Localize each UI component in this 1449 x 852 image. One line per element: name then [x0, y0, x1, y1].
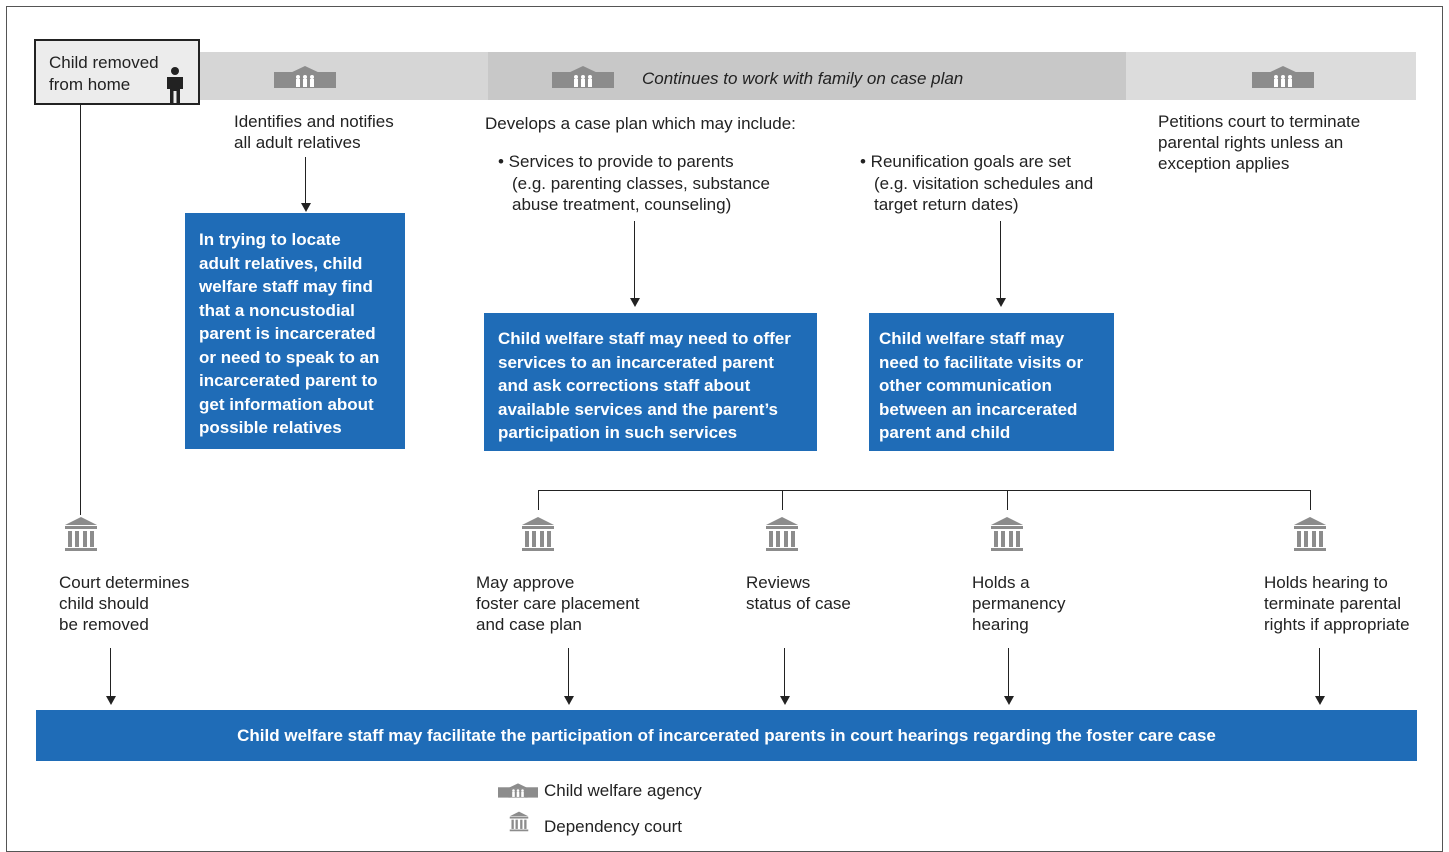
- facilitate-visits-box: Child welfare staff may need to facilita…: [869, 313, 1114, 451]
- court-icon: [521, 516, 555, 554]
- court-removal-line: be removed: [59, 615, 149, 634]
- locate-line: that a noncustodial: [199, 300, 355, 320]
- court-bracket-tick: [782, 490, 783, 510]
- arrow-head: [1004, 696, 1014, 705]
- court-approve-line: and case plan: [476, 615, 582, 634]
- agency-icon: [552, 66, 614, 88]
- locate-line: get information about: [199, 394, 374, 414]
- visits-box-line: Child welfare staff may: [879, 329, 1065, 348]
- arrow-line: [110, 648, 111, 697]
- locate-line: possible relatives: [199, 418, 342, 437]
- services-line2: (e.g. parenting classes, substance: [512, 174, 770, 193]
- services-box-line: Child welfare staff may need to offer: [498, 329, 791, 348]
- court-removal-line: child should: [59, 594, 149, 613]
- services-box-line: available services and the parent’s: [498, 399, 779, 419]
- arrow-line: [634, 221, 635, 300]
- reunification-line3: target return dates): [874, 195, 1019, 214]
- locate-line: In trying to locate: [199, 230, 341, 249]
- arrow-head: [996, 298, 1006, 307]
- services-line3: abuse treatment, counseling): [512, 195, 732, 214]
- locate-line: parent is incarcerated: [199, 324, 376, 343]
- court-icon: [990, 516, 1024, 554]
- agency-icon: [274, 66, 336, 88]
- court-icon: [765, 516, 799, 554]
- court-review-text: Reviews status of case: [746, 572, 851, 614]
- arrow-line: [305, 157, 306, 204]
- arrow-head: [630, 298, 640, 307]
- court-icon: [1293, 516, 1327, 554]
- start-box: Child removed from home: [34, 39, 200, 105]
- petition-line3: exception applies: [1158, 154, 1290, 173]
- court-terminate-text: Holds hearing to terminate parental righ…: [1264, 572, 1410, 635]
- court-removal-line: Court determines: [59, 573, 190, 592]
- arrow-line: [784, 648, 785, 697]
- start-box-line1: Child removed: [49, 53, 159, 72]
- services-box-line: and ask corrections staff about: [498, 376, 751, 395]
- petition-line2: parental rights unless an: [1158, 133, 1344, 152]
- legend-court-icon: [509, 811, 529, 833]
- court-bracket: [538, 490, 1311, 491]
- legend-agency-icon: [498, 783, 538, 798]
- court-permanency-line: permanency: [972, 594, 1066, 613]
- offer-services-box: Child welfare staff may need to offer se…: [484, 313, 817, 451]
- visits-box-line: parent and child: [879, 423, 1011, 442]
- court-approve-line: foster care placement: [476, 594, 640, 613]
- court-bracket-tick: [538, 490, 539, 510]
- court-terminate-line: rights if appropriate: [1264, 615, 1410, 634]
- case-plan-intro: Develops a case plan which may include:: [485, 114, 796, 133]
- notify-line1: Identifies and notifies: [234, 112, 394, 131]
- arrow-head: [780, 696, 790, 705]
- court-terminate-line: terminate parental: [1264, 594, 1402, 613]
- agency-icon: [1252, 66, 1314, 88]
- services-box-line: participation in such services: [498, 423, 738, 442]
- locate-line: or need to speak to an: [199, 347, 380, 367]
- arrow-line: [1319, 648, 1320, 697]
- court-review-line: status of case: [746, 594, 851, 613]
- court-participation-bar: Child welfare staff may facilitate the p…: [36, 710, 1417, 761]
- court-permanency-line: hearing: [972, 615, 1029, 634]
- court-removal-text: Court determines child should be removed: [59, 572, 189, 635]
- reunification-line1: • Reunification goals are set: [860, 152, 1072, 171]
- visits-box-line: need to facilitate visits or: [879, 352, 1084, 372]
- petition-line1: Petitions court to terminate: [1158, 112, 1361, 131]
- court-review-line: Reviews: [746, 573, 811, 592]
- person-icon: [164, 67, 186, 103]
- visits-box-line: between an incarcerated: [879, 399, 1078, 419]
- locate-line: incarcerated parent to: [199, 371, 378, 390]
- locate-line: welfare staff may find: [199, 277, 373, 296]
- court-permanency-line: Holds a: [972, 573, 1030, 592]
- court-terminate-line: Holds hearing to: [1264, 573, 1388, 592]
- arrow-head: [564, 696, 574, 705]
- locate-relatives-box: In trying to locate adult relatives, chi…: [185, 213, 405, 449]
- services-line1: • Services to provide to parents: [498, 152, 734, 171]
- services-box-line: services to an incarcerated parent: [498, 352, 774, 372]
- legend-agency-label: Child welfare agency: [544, 781, 702, 800]
- visits-box-line: other communication: [879, 376, 1052, 395]
- notify-line2: all adult relatives: [234, 133, 361, 152]
- legend-court-label: Dependency court: [544, 817, 682, 836]
- arrow-head: [1315, 696, 1325, 705]
- court-approve-text: May approve foster care placement and ca…: [476, 572, 639, 635]
- reunification-line2: (e.g. visitation schedules and: [874, 174, 1094, 193]
- start-box-line2: from home: [49, 75, 131, 94]
- court-participation-text: Child welfare staff may facilitate the p…: [237, 726, 1216, 745]
- arrow-line: [1000, 221, 1001, 300]
- arrow-line: [1008, 648, 1009, 697]
- banner-text: Continues to work with family on case pl…: [642, 69, 964, 88]
- court-bracket-tick: [1007, 490, 1008, 510]
- connector-line: [80, 105, 81, 515]
- court-bracket-tick: [1310, 490, 1311, 510]
- arrow-head: [106, 696, 116, 705]
- locate-line: adult relatives, child: [199, 253, 363, 273]
- court-approve-line: May approve: [476, 573, 575, 592]
- agency-band-1: [200, 52, 488, 100]
- arrow-line: [568, 648, 569, 697]
- court-permanency-text: Holds a permanency hearing: [972, 572, 1066, 635]
- arrow-head: [301, 203, 311, 212]
- court-icon: [64, 516, 98, 554]
